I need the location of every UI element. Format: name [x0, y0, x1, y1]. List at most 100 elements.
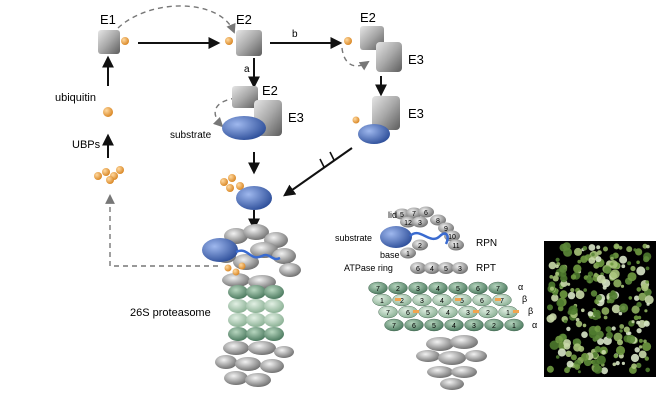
- structure-texture-dot: [627, 331, 632, 336]
- structure-texture-dot: [568, 305, 578, 315]
- structure-texture-dot: [637, 315, 642, 320]
- structure-texture-dot: [588, 330, 597, 339]
- beta-subunit-number: 5: [426, 310, 430, 317]
- structure-texture-dot: [552, 275, 559, 282]
- structure-texture-dot: [588, 244, 596, 251]
- structure-texture-dot: [547, 304, 553, 311]
- structure-texture-dot: [619, 255, 628, 264]
- structure-texture-dot: [575, 317, 580, 322]
- structure-texture-dot: [636, 328, 642, 334]
- alpha-subunit: [504, 318, 524, 332]
- structure-texture-dot: [619, 329, 623, 333]
- e2-e3-substrate-complex: E2 E3 substrate: [170, 83, 304, 141]
- structure-texture-dot: [550, 286, 554, 291]
- structure-texture-dot: [631, 320, 635, 324]
- label-e3-bottom-right: E3: [408, 106, 424, 121]
- structure-texture-dot: [581, 353, 589, 361]
- ubiquitin-icon: [225, 37, 233, 45]
- structure-texture-dot: [636, 362, 642, 369]
- structure-texture-dot: [557, 348, 567, 357]
- structure-texture-dot: [630, 353, 640, 363]
- alpha-subunit: [428, 281, 448, 295]
- ubiquitin-icon: [103, 107, 113, 117]
- alpha-subunit: [488, 281, 508, 295]
- structure-texture-dot: [588, 257, 596, 264]
- structure-texture-dot: [611, 326, 616, 331]
- structure-texture-dot: [546, 314, 555, 323]
- structure-texture-dot: [582, 323, 587, 328]
- ubp-chain: UBPs: [72, 139, 124, 184]
- structure-texture-dot: [577, 259, 582, 264]
- structure-texture-dot: [560, 274, 568, 283]
- structure-texture-dot: [563, 319, 568, 324]
- proteasome-26s-left: 26S proteasome: [130, 224, 301, 387]
- alpha-subunit: [408, 281, 428, 295]
- active-site-marker: [395, 298, 401, 301]
- structure-texture-dot: [556, 299, 565, 307]
- alpha-subunit: [424, 318, 444, 332]
- structure-texture-dot: [638, 345, 643, 349]
- structure-texture-dot: [634, 347, 640, 353]
- structure-texture-dot: [559, 264, 568, 273]
- structure-texture-dot: [590, 290, 598, 297]
- label-proteasome: 26S proteasome: [130, 307, 211, 319]
- structure-texture-dot: [610, 262, 614, 266]
- rpt-subunit: [410, 262, 426, 274]
- structure-texture-dot: [570, 288, 575, 293]
- rpn-subunit-number: 11: [452, 243, 459, 250]
- rpn-subunit-number: 9: [444, 226, 448, 233]
- proteasome-top-cap: [216, 224, 301, 289]
- structure-texture-dot: [646, 244, 650, 249]
- rpn-subunit-number: 5: [400, 212, 404, 219]
- structure-texture-dot: [601, 350, 606, 355]
- substrate-icon: [202, 238, 238, 262]
- structure-texture-dot: [646, 302, 650, 306]
- alpha-subunit-number: 4: [436, 286, 440, 293]
- structure-texture-dot: [595, 335, 600, 340]
- arrow-from-right: [283, 147, 353, 197]
- structure-texture-dot: [627, 272, 637, 282]
- label-substrate-right: substrate: [335, 233, 372, 243]
- structure-texture-dot: [605, 326, 612, 333]
- label-e3-right: E3: [408, 52, 424, 67]
- alpha-subunit-number: 6: [412, 323, 416, 330]
- rpn-subunit-number: 10: [448, 234, 456, 241]
- beta-subunit: [412, 293, 432, 307]
- alpha-subunit: [368, 281, 388, 295]
- structure-texture-dot: [638, 292, 647, 301]
- rpn-subunit: [412, 239, 428, 251]
- beta-subunit-number: 2: [486, 310, 490, 317]
- ubiquitin-icon: [121, 37, 129, 45]
- rpt-subunit: [438, 262, 454, 274]
- rpn-subunit-number: 1: [406, 251, 410, 258]
- structure-texture-dot: [636, 287, 642, 292]
- structure-texture-dot: [636, 266, 646, 276]
- rpn-subunit: [418, 206, 434, 218]
- alpha-subunit: [468, 281, 488, 295]
- alpha-subunit: [384, 318, 404, 332]
- active-site-marker: [413, 310, 419, 313]
- label-arrow-b: b: [292, 29, 298, 40]
- structure-texture-dot: [574, 247, 582, 256]
- rpn-subunit: [400, 216, 416, 228]
- structure-texture-dot: [617, 339, 623, 346]
- dashed-arrow-substrate-binding: [212, 97, 237, 128]
- structure-texture-dot: [587, 311, 594, 317]
- structure-texture-dot: [634, 295, 640, 301]
- rpn-subunit: [400, 247, 416, 259]
- structure-texture-dot: [575, 320, 583, 328]
- structure-texture-dot: [627, 261, 632, 266]
- alpha-subunit-number: 4: [452, 323, 456, 330]
- alpha-subunit-number: 2: [396, 286, 400, 293]
- proteasome-bottom-cap: [215, 341, 294, 387]
- structure-texture-dot: [623, 326, 630, 333]
- alpha-subunit: [444, 318, 464, 332]
- substrate-icon: [222, 116, 266, 140]
- rpn-subunit: [448, 239, 464, 251]
- structure-texture-dot: [628, 296, 633, 300]
- alpha-subunit: [464, 318, 484, 332]
- structure-texture-dot: [642, 243, 648, 249]
- structure-texture-dot: [592, 359, 600, 367]
